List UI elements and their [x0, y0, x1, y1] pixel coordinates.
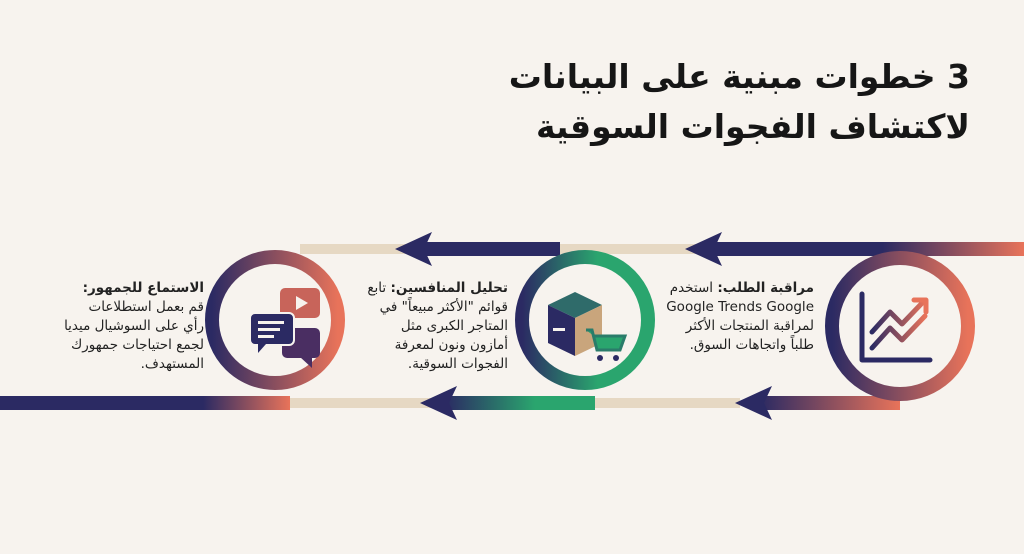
step-2-heading: تحليل المنافسين: — [390, 280, 508, 296]
track-bottom-segment — [0, 396, 290, 410]
step-1-heading: مراقبة الطلب: — [717, 280, 814, 296]
step-3-heading: الاستماع للجمهور: — [82, 280, 204, 296]
arrow-left-icon — [685, 232, 722, 266]
track-bottom-segment — [445, 396, 595, 410]
box-cart-icon — [548, 292, 628, 361]
arrow-left-icon — [395, 232, 432, 266]
chat-bubbles-icon — [249, 288, 320, 368]
trending-chart-icon — [859, 291, 933, 363]
step-2-description: تابع قوائم "الأكثر مبيعاً" في المتاجر ال… — [367, 280, 508, 372]
step-1-description: استخدم Google Trends Google لمراقبة المن… — [666, 280, 814, 353]
track-bottom-segment — [760, 396, 900, 410]
step-2-text: تحليل المنافسين: تابع قوائم "الأكثر مبيع… — [363, 279, 508, 374]
step-1-circle — [825, 251, 975, 401]
step-3-text: الاستماع للجمهور: قم بعمل استطلاعات رأي … — [64, 279, 204, 374]
track-top-segment — [420, 242, 560, 256]
step-1-text: مراقبة الطلب: استخدم Google Trends Googl… — [664, 279, 814, 355]
track-top-segment — [710, 242, 1024, 256]
arrow-left-icon — [420, 386, 457, 420]
step-3-description: قم بعمل استطلاعات رأي على السوشيال ميديا… — [64, 299, 204, 372]
arrow-left-icon — [735, 386, 772, 420]
